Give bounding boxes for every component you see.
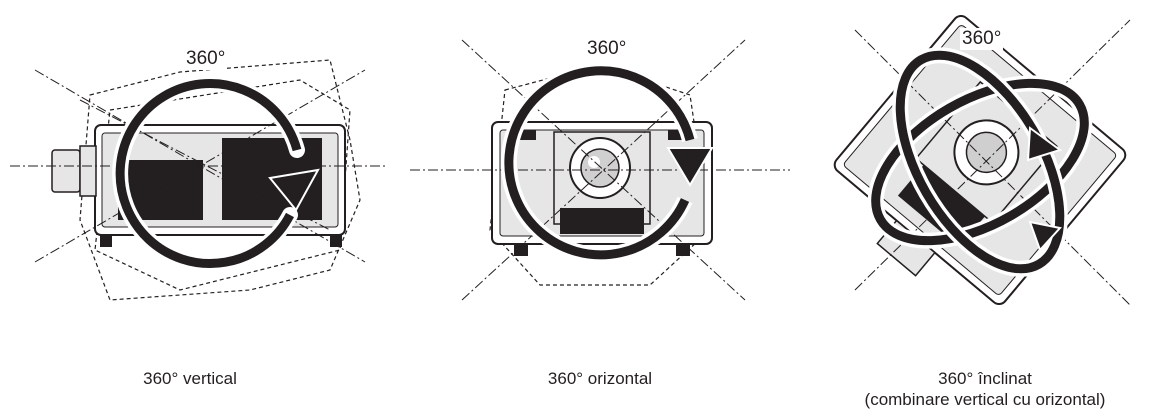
degree-label-horizontal: 360° bbox=[585, 38, 629, 60]
diagram-canvas bbox=[10, 14, 1131, 306]
caption-horizontal: 360° orizontal bbox=[490, 368, 710, 389]
rotation-axes bbox=[854, 19, 1131, 306]
caption-vertical-text: 360° vertical bbox=[143, 369, 237, 388]
degree-label-vertical: 360° bbox=[184, 48, 228, 70]
caption-tilt: 360° înclinat (combinare vertical cu ori… bbox=[830, 368, 1140, 410]
rotation-arrow-vertical bbox=[112, 75, 320, 272]
degree-label-tilt: 360° bbox=[960, 28, 1004, 50]
caption-tilt-subtext: (combinare vertical cu orizontal) bbox=[864, 390, 1106, 409]
panel-horizontal-drawing bbox=[410, 39, 790, 301]
projector-front-view bbox=[491, 121, 713, 256]
caption-horizontal-text: 360° orizontal bbox=[547, 369, 653, 388]
caption-tilt-text: 360° înclinat bbox=[938, 369, 1032, 388]
panel-tilt-drawing bbox=[833, 14, 1131, 306]
panel-vertical-drawing bbox=[10, 59, 385, 301]
rotated-outline-dashed bbox=[79, 59, 361, 301]
caption-vertical: 360° vertical bbox=[90, 368, 290, 389]
rotation-arrow-horizontal bbox=[500, 62, 714, 263]
rotation-axes bbox=[410, 39, 790, 301]
rotation-arrow-tilt bbox=[867, 47, 1093, 277]
